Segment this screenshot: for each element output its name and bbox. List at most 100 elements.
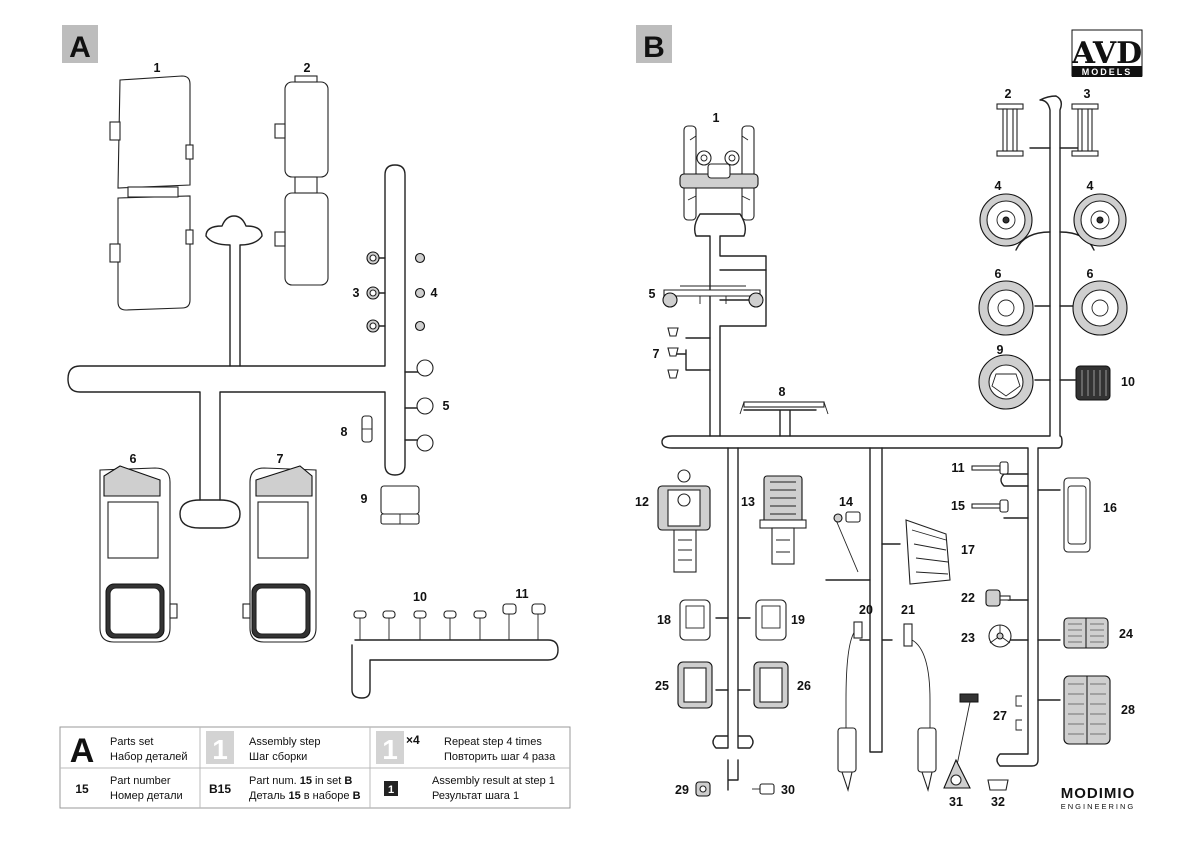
- legend-assembly-step-ru: Шаг сборки: [249, 751, 307, 763]
- label-b26: 26: [797, 679, 811, 693]
- modimio-logo-subtext: ENGINEERING: [1061, 802, 1136, 811]
- part-b19-panel: [755, 599, 787, 641]
- part-a1-cab-panel: [109, 75, 194, 311]
- label-a11: 11: [515, 587, 528, 601]
- part-a8-clip: [361, 415, 373, 443]
- part-b11-lever: [971, 461, 1009, 475]
- label-b30: 30: [781, 783, 795, 797]
- legend-result-step-box: [384, 781, 398, 796]
- part-a5-lenses: [416, 359, 434, 452]
- part-a7-side-panel: [242, 465, 317, 643]
- legend-repeat-step-en: Repeat step 4 times: [444, 736, 542, 748]
- label-a4: 4: [431, 286, 438, 300]
- label-b29: 29: [675, 783, 689, 797]
- legend-repeat-step-box: [376, 731, 404, 764]
- part-b24-seat: [1063, 617, 1109, 649]
- part-a9-block: [380, 485, 420, 525]
- label-b6b: 6: [1087, 267, 1094, 281]
- part-b9-wheel: [978, 354, 1034, 410]
- legend-repeat-step-ru: Повторить шаг 4 раза: [444, 751, 556, 763]
- part-b17-grille: [905, 519, 951, 585]
- label-b32: 32: [991, 795, 1005, 809]
- label-b25: 25: [655, 679, 669, 693]
- part-b6-wheel-left: [978, 280, 1034, 336]
- label-b16: 16: [1103, 501, 1117, 515]
- label-b10: 10: [1121, 375, 1135, 389]
- sheet-a-sprue: [67, 164, 559, 699]
- part-b7-small-pins: [667, 327, 679, 379]
- legend-assembly-step-en: Assembly step: [249, 736, 321, 748]
- part-b28-seat: [1063, 675, 1111, 745]
- part-b31-pedal-assembly: [943, 693, 979, 789]
- avd-models-logo: AVD MODELS: [1071, 29, 1143, 77]
- legend-result-step-en: Assembly result at step 1: [432, 775, 555, 787]
- label-a1: 1: [154, 61, 161, 75]
- label-a7: 7: [277, 452, 284, 466]
- legend-table: A Parts set Набор деталей 1 Assembly ste…: [59, 726, 571, 809]
- label-b19: 19: [791, 613, 805, 627]
- label-b6a: 6: [995, 267, 1002, 281]
- label-b3: 3: [1084, 87, 1091, 101]
- modimio-logo: MODIMIO ENGINEERING: [1061, 785, 1136, 811]
- label-b4b: 4: [1087, 179, 1094, 193]
- legend-part-in-set-ru: Деталь 15 в наборе B: [249, 790, 361, 802]
- label-b24: 24: [1119, 627, 1133, 641]
- label-b2: 2: [1005, 87, 1012, 101]
- label-b12: 12: [635, 495, 649, 509]
- legend-part-number-ru: Номер детали: [110, 790, 183, 802]
- sheet-a: A 1 2: [62, 25, 559, 699]
- legend-repeat-step-multiplier: ×4: [406, 733, 420, 747]
- part-b14-linkage: [833, 511, 861, 573]
- part-b4-wheel-left: [979, 193, 1033, 247]
- part-b6-wheel-right: [1072, 280, 1128, 336]
- label-a5: 5: [443, 399, 450, 413]
- part-a3-knobs: [366, 251, 380, 333]
- label-b9: 9: [997, 343, 1004, 357]
- sheet-b: B AVD MODELS: [635, 25, 1143, 811]
- label-b27: 27: [993, 709, 1007, 723]
- part-b13-engine: [759, 475, 807, 565]
- part-b21-exhaust: [903, 623, 937, 793]
- part-b22-knob: [985, 589, 1011, 607]
- modimio-logo-text: MODIMIO: [1061, 785, 1136, 802]
- label-b13: 13: [741, 495, 755, 509]
- legend-assembly-step-symbol: 1: [212, 734, 228, 765]
- part-b4-wheel-right: [1073, 193, 1127, 247]
- legend-part-number-symbol: 15: [75, 782, 89, 796]
- part-b10-radiator: [1075, 365, 1111, 401]
- legend-parts-set-symbol: A: [70, 732, 95, 770]
- legend-part-number-en: Part number: [110, 775, 171, 787]
- avd-logo-subtext: MODELS: [1082, 67, 1133, 77]
- part-b30-fitting: [752, 783, 775, 795]
- label-b8: 8: [779, 385, 786, 399]
- label-b11: 11: [951, 461, 964, 475]
- part-b29-fitting: [695, 781, 711, 797]
- label-b22: 22: [961, 591, 975, 605]
- label-a6: 6: [130, 452, 137, 466]
- label-b14: 14: [839, 495, 853, 509]
- part-b25-housing: [677, 661, 713, 709]
- part-b32-cap: [987, 779, 1009, 791]
- part-b12-engine: [657, 469, 711, 573]
- part-b27-clips: [1015, 695, 1022, 731]
- label-b7: 7: [653, 347, 660, 361]
- legend-result-step-symbol: 1: [388, 784, 394, 796]
- label-a2: 2: [304, 61, 311, 75]
- part-b16-tire: [1063, 477, 1091, 553]
- label-b31: 31: [949, 795, 963, 809]
- label-a8: 8: [341, 425, 348, 439]
- sheet-b-letter: B: [643, 31, 665, 64]
- legend-part-in-set-symbol: B15: [209, 782, 231, 796]
- label-b5: 5: [649, 287, 656, 301]
- part-b18-panel: [679, 599, 711, 641]
- part-b20-exhaust: [837, 621, 863, 793]
- part-b1-chassis-frame: [679, 125, 759, 221]
- part-a11-buttons: [502, 603, 546, 640]
- label-b1: 1: [713, 111, 720, 125]
- part-a2-door-panel: [274, 75, 329, 286]
- legend-assembly-step-box: [206, 731, 234, 764]
- label-b21: 21: [901, 603, 915, 617]
- part-b26-housing: [753, 661, 789, 709]
- part-b23-steering-wheel: [988, 624, 1012, 648]
